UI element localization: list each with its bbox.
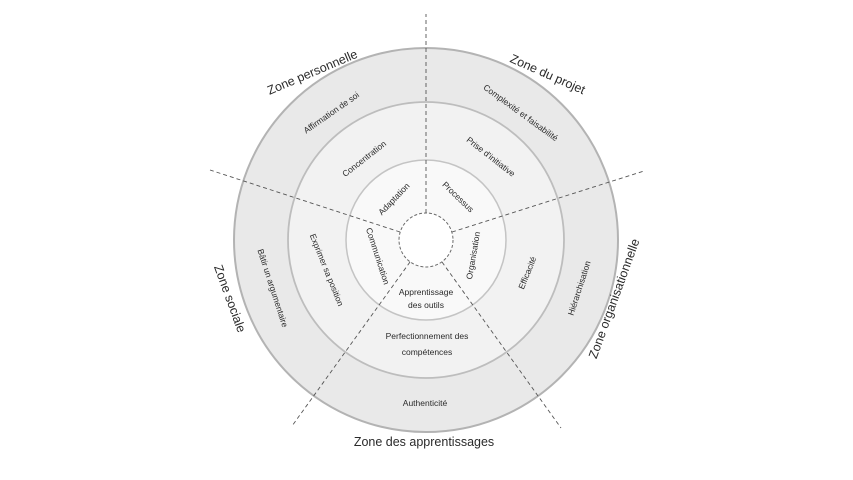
- sector-dividers: [209, 14, 645, 429]
- divider-right: [451, 170, 645, 233]
- inner-label-apprentissage-2: des outils: [408, 300, 444, 310]
- outer-label-authenticite: Authenticité: [403, 398, 448, 408]
- middle-label-perfectionnement-1: Perfectionnement des: [386, 331, 469, 341]
- center-circle: [398, 212, 454, 268]
- middle-label-perfectionnement-2: compétences: [402, 347, 453, 357]
- zone-label-apprentissages: Zone des apprentissages: [354, 435, 494, 449]
- divider-left: [209, 169, 401, 233]
- inner-label-apprentissage-1: Apprentissage: [399, 287, 454, 297]
- divider-bottom-left: [291, 261, 411, 427]
- divider-bottom-right: [441, 261, 562, 429]
